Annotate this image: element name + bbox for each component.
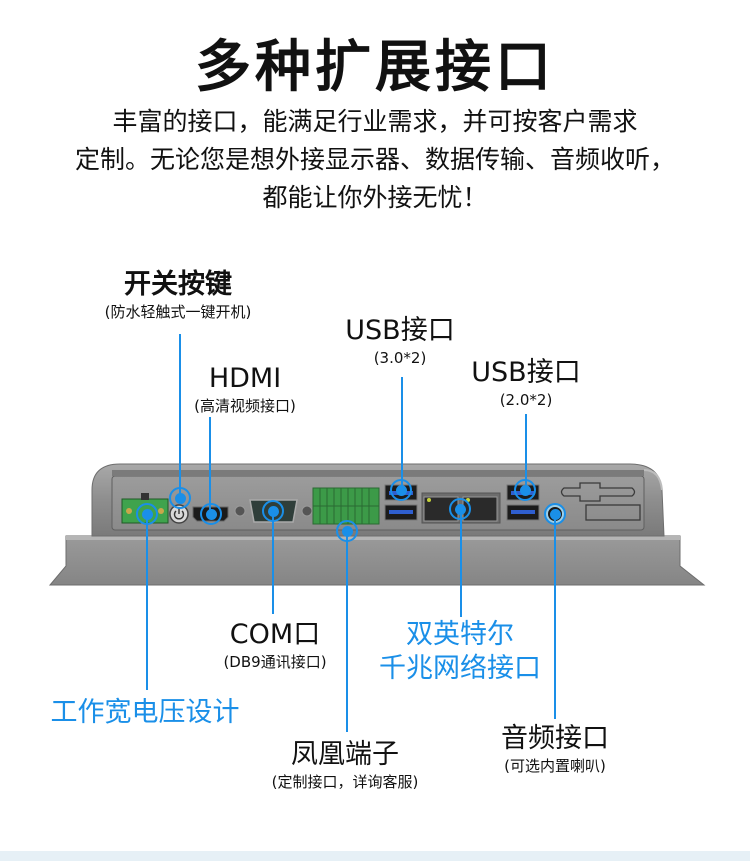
power-terminal-latch	[141, 493, 149, 500]
usb3-label: USB接口 (3.0*2)	[320, 314, 480, 368]
com-subtitle: (DB9通讯接口)	[223, 653, 327, 671]
device-base-frame	[48, 535, 706, 586]
com-label: COM口 (DB9通讯接口)	[200, 618, 350, 672]
usb2-title: USB接口	[471, 357, 581, 388]
hdmi-title: HDMI	[208, 363, 282, 394]
intro-line-1: 丰富的接口，能满足行业需求，并可按客户需求	[112, 107, 638, 136]
phoenix-callout-line	[346, 531, 348, 732]
power-input-label: 工作宽电压设计	[30, 696, 260, 730]
ethernet-led-1	[427, 498, 431, 502]
usb3-subtitle: (3.0*2)	[373, 349, 427, 367]
blank-slot-cutout	[585, 504, 641, 521]
com-title: COM口	[229, 619, 321, 650]
audio-label: 音频接口 (可选内置喇叭)	[480, 722, 630, 776]
usb2-subtitle: (2.0*2)	[499, 391, 553, 409]
phoenix-terminal-pins	[313, 488, 379, 524]
power-button-callout-line	[179, 334, 181, 497]
power-input-title: 工作宽电压设计	[50, 697, 240, 728]
power-button-label: 开关按键 (防水轻触式一键开机)	[88, 268, 268, 322]
phoenix-marker	[336, 520, 358, 542]
power-button-marker	[169, 487, 191, 509]
ethernet-title-line-2: 千兆网络接口	[379, 653, 541, 684]
power-terminal-screw-left	[126, 508, 132, 514]
ethernet-title-line-1: 双英特尔	[406, 619, 514, 650]
usb2-label: USB接口 (2.0*2)	[446, 356, 606, 410]
ethernet-label: 双英特尔 千兆网络接口	[360, 618, 560, 686]
usb3-callout-line	[401, 377, 403, 489]
ethernet-callout-line	[460, 509, 462, 617]
page-title: 多种扩展接口	[195, 35, 555, 100]
usb3-marker	[390, 479, 412, 501]
intro-line-3: 都能让你外接无忧！	[262, 183, 488, 212]
intro-line-2: 定制。无论您是想外接显示器、数据传输、音频收听，	[74, 145, 675, 174]
hdmi-marker	[200, 503, 222, 525]
device-rear-panel	[48, 463, 706, 586]
housing-highlight	[643, 469, 663, 491]
audio-marker	[544, 503, 566, 525]
power-button-title: 开关按键	[124, 269, 232, 300]
phoenix-title: 凤凰端子	[291, 739, 399, 770]
hdmi-callout-line	[209, 417, 211, 514]
power-input-marker	[136, 503, 158, 525]
usb3-port-bottom-tongue	[389, 510, 413, 514]
usb2-port-bottom-tongue	[511, 510, 535, 514]
power-terminal-screw-right	[158, 508, 164, 514]
usb2-marker	[514, 479, 536, 501]
expansion-slot-cutout	[560, 482, 636, 502]
usb2-callout-line	[525, 414, 527, 489]
hdmi-subtitle: (高清视频接口)	[194, 397, 296, 415]
footer-band	[0, 851, 750, 861]
com-screw-right	[301, 505, 313, 517]
power-button-subtitle: (防水轻触式一键开机)	[104, 303, 252, 321]
com-callout-line	[272, 511, 274, 614]
device-base-edge	[66, 536, 680, 540]
com-marker	[262, 500, 284, 522]
com-screw-left	[234, 505, 246, 517]
power-input-callout-line	[146, 514, 148, 690]
phoenix-label: 凤凰端子 (定制接口，详询客服)	[240, 738, 450, 792]
usb3-title: USB接口	[345, 315, 455, 346]
audio-callout-line	[554, 514, 556, 719]
audio-subtitle: (可选内置喇叭)	[504, 757, 606, 775]
audio-title: 音频接口	[501, 723, 609, 754]
hdmi-label: HDMI (高清视频接口)	[160, 362, 330, 416]
phoenix-subtitle: (定制接口，详询客服)	[271, 773, 419, 791]
device-top-slot	[112, 470, 644, 476]
power-symbol-arc	[173, 510, 185, 520]
ethernet-marker	[449, 498, 471, 520]
